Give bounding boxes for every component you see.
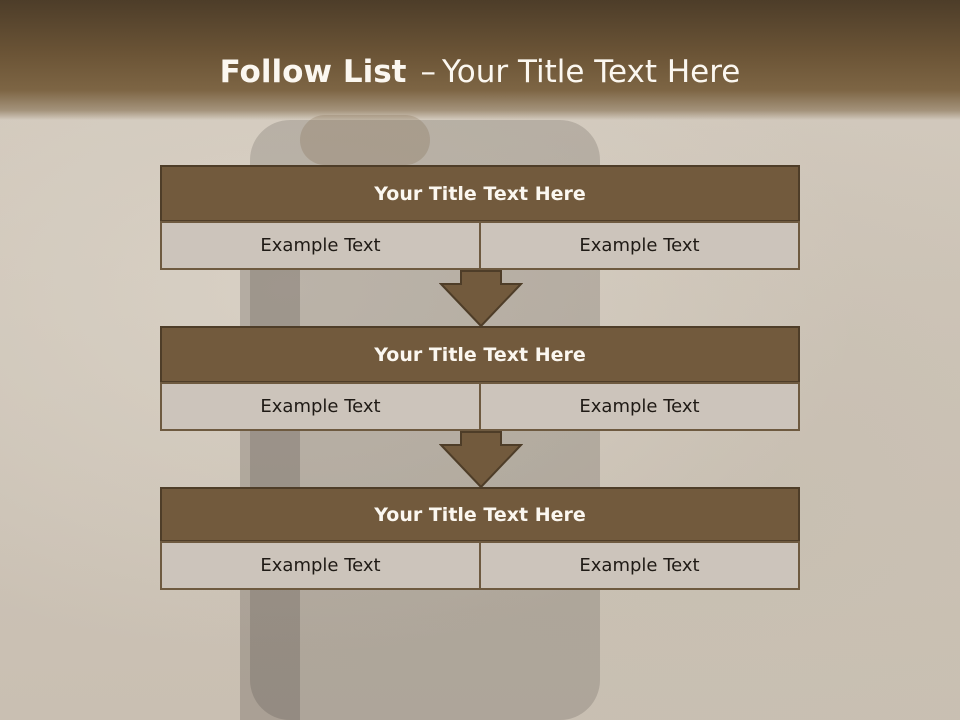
silhouette-arm <box>300 115 430 165</box>
slide-title-rest: Your Title Text Here <box>441 54 741 90</box>
block-title: Your Title Text Here <box>160 487 800 542</box>
block-cell-left: Example Text <box>160 541 481 590</box>
slide-title-bold: Follow List <box>219 54 407 90</box>
block-cell-left: Example Text <box>160 382 481 431</box>
block-cell-right: Example Text <box>479 541 800 590</box>
block-row: Example Text Example Text <box>160 221 800 270</box>
block-row: Example Text Example Text <box>160 541 800 590</box>
block-title: Your Title Text Here <box>160 165 800 222</box>
list-block-2: Your Title Text Here Example Text Exampl… <box>160 326 800 431</box>
list-block-1: Your Title Text Here Example Text Exampl… <box>160 165 800 270</box>
block-cell-right: Example Text <box>479 382 800 431</box>
down-arrow-icon <box>439 270 523 328</box>
list-block-3: Your Title Text Here Example Text Exampl… <box>160 487 800 590</box>
slide-title-dash: – <box>420 54 436 90</box>
block-cell-right: Example Text <box>479 221 800 270</box>
down-arrow-icon <box>439 431 523 489</box>
title-bar <box>0 0 960 120</box>
block-cell-left: Example Text <box>160 221 481 270</box>
slide-title: Follow List–Your Title Text Here <box>0 54 960 90</box>
block-title: Your Title Text Here <box>160 326 800 383</box>
block-row: Example Text Example Text <box>160 382 800 431</box>
